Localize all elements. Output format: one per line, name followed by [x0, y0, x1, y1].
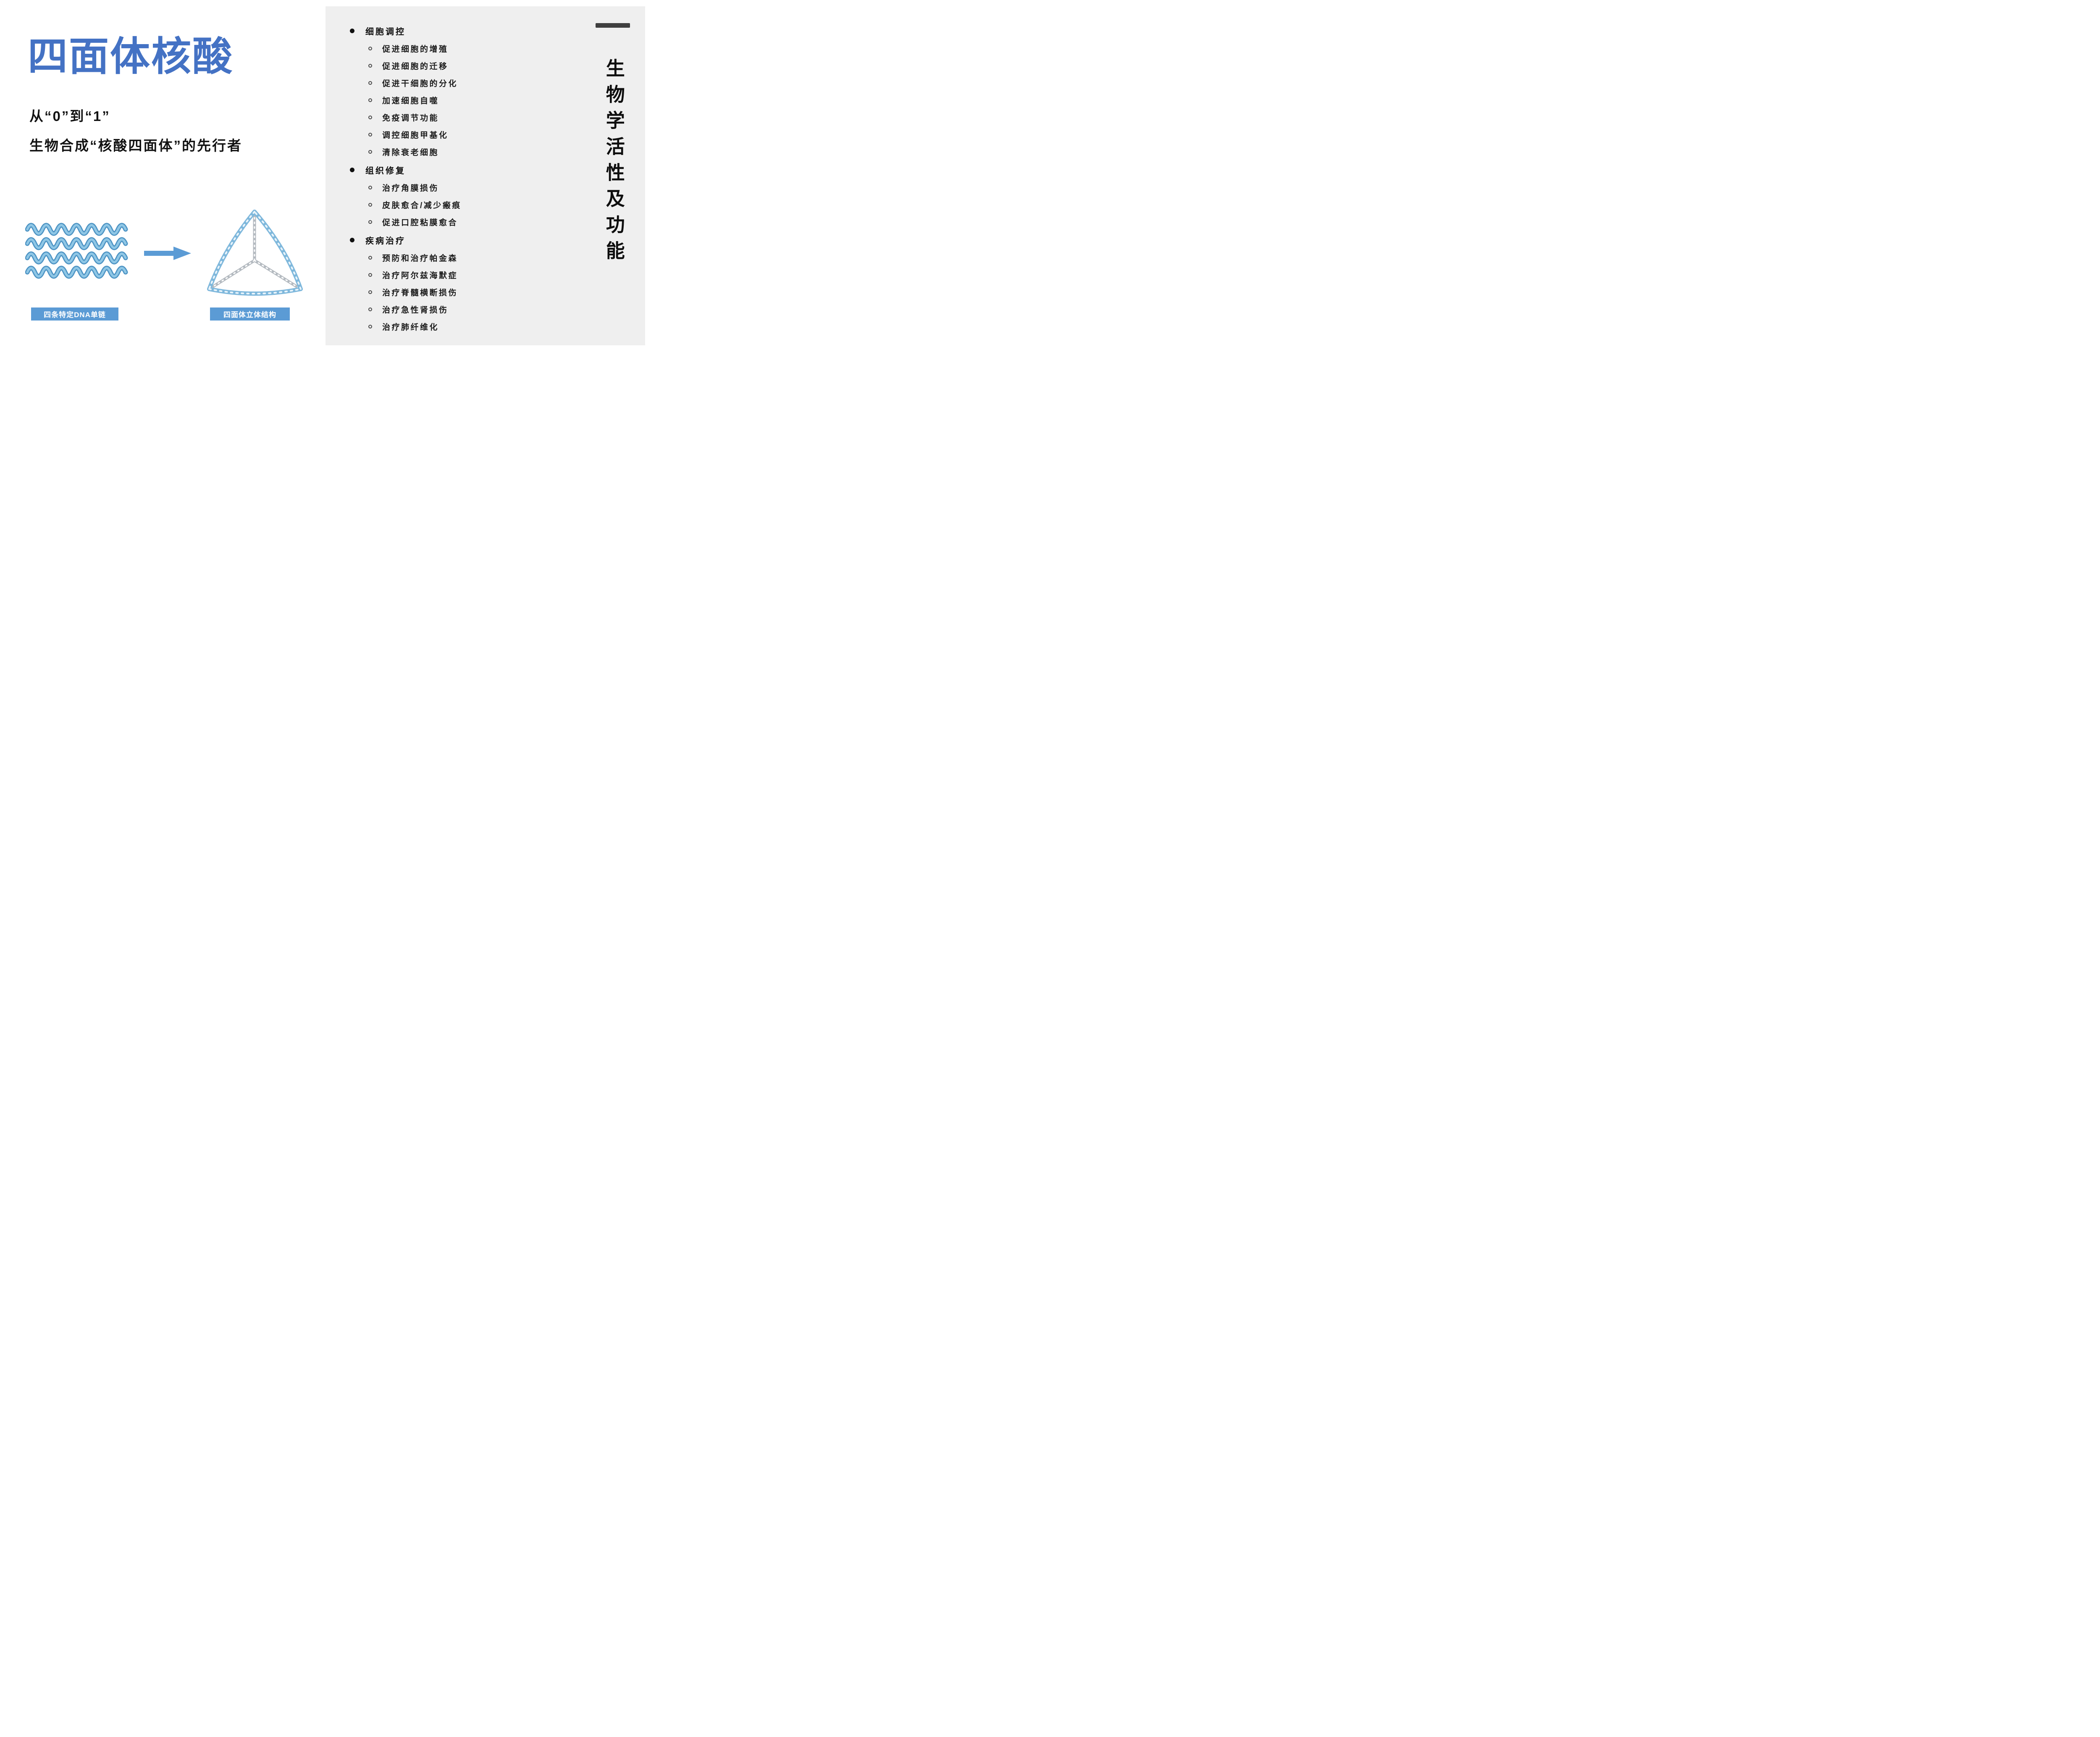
tagline-line2: 生物合成“核酸四面体”的先行者	[29, 138, 242, 153]
list-item-label: 治疗阿尔兹海默症	[382, 271, 458, 280]
bullet-hollow-icon	[368, 203, 372, 207]
bullet-hollow-icon	[368, 64, 372, 68]
dna-strands-illustration	[25, 222, 130, 281]
list-item: 治疗角膜损伤	[346, 179, 607, 196]
list-item: 治疗急性肾损伤	[346, 301, 607, 318]
section-title: 组织修复	[365, 166, 406, 176]
list-item-label: 促进干细胞的分化	[382, 79, 458, 88]
section-title: 细胞调控	[365, 27, 406, 37]
bullet-hollow-icon	[368, 47, 372, 50]
bullet-hollow-icon	[368, 220, 372, 224]
slide-title: 四面体核酸	[28, 34, 234, 79]
bullet-hollow-icon	[368, 81, 372, 85]
list-item-label: 治疗脊髓横断损伤	[382, 289, 458, 297]
list-item-label: 促进细胞的增殖	[382, 45, 449, 54]
section-title-row: 组织修复	[346, 160, 607, 179]
list-item-label: 清除衰老细胞	[382, 148, 439, 157]
list-item: 治疗脊髓横断损伤	[346, 284, 607, 301]
bullet-hollow-icon	[368, 186, 372, 189]
list-item: 促进干细胞的分化	[346, 74, 607, 92]
bullet-hollow-icon	[368, 98, 372, 102]
bullet-filled-icon	[350, 167, 354, 172]
list-item-label: 皮肤愈合/减少瘢痕	[382, 201, 462, 210]
section-title-row: 疾病治疗	[346, 231, 607, 249]
list-item: 免疫调节功能	[346, 109, 607, 126]
tetrahedron-illustration	[207, 210, 303, 296]
list-item-label: 促进细胞的迁移	[382, 62, 449, 71]
bullet-hollow-icon	[368, 307, 372, 311]
list-item: 调控细胞甲基化	[346, 126, 607, 143]
list-item: 促进口腔粘膜愈合	[346, 213, 607, 231]
strands-label: 四条特定DNA单链	[31, 307, 118, 321]
list-item: 清除衰老细胞	[346, 143, 607, 160]
list-item-label: 治疗急性肾损伤	[382, 306, 449, 315]
bullet-hollow-icon	[368, 116, 372, 119]
bullet-hollow-icon	[368, 133, 372, 137]
tetrahedron-label: 四面体立体结构	[210, 307, 290, 321]
list-item: 预防和治疗帕金森	[346, 249, 607, 266]
functions-panel: 细胞调控促进细胞的增殖促进细胞的迁移促进干细胞的分化加速细胞自噬免疫调节功能调控…	[326, 6, 645, 345]
dash-accent-icon	[596, 23, 630, 28]
bullet-filled-icon	[350, 28, 354, 33]
panel-vertical-title: 生物学活性及功能	[603, 58, 625, 267]
section-title-row: 细胞调控	[346, 21, 607, 40]
bullet-hollow-icon	[368, 150, 372, 154]
list-item-label: 治疗角膜损伤	[382, 184, 439, 193]
list-item-label: 加速细胞自噬	[382, 97, 439, 105]
list-item: 治疗肺纤维化	[346, 318, 607, 335]
bullet-hollow-icon	[368, 290, 372, 294]
list-item: 皮肤愈合/减少瘢痕	[346, 196, 607, 213]
slide: 四面体核酸 从“0”到“1” 生物合成“核酸四面体”的先行者	[0, 0, 645, 347]
right-arrow-icon	[144, 247, 191, 260]
list-item: 加速细胞自噬	[346, 92, 607, 109]
bullet-hollow-icon	[368, 325, 372, 328]
list-item: 促进细胞的迁移	[346, 57, 607, 74]
bullet-hollow-icon	[368, 273, 372, 277]
bullet-filled-icon	[350, 237, 354, 242]
list-item-label: 治疗肺纤维化	[382, 323, 439, 332]
list-item-label: 预防和治疗帕金森	[382, 254, 458, 263]
tagline-line1: 从“0”到“1”	[29, 108, 110, 124]
function-list: 细胞调控促进细胞的增殖促进细胞的迁移促进干细胞的分化加速细胞自噬免疫调节功能调控…	[346, 21, 607, 335]
list-item-label: 促进口腔粘膜愈合	[382, 218, 458, 227]
list-item: 治疗阿尔兹海默症	[346, 266, 607, 284]
list-item: 促进细胞的增殖	[346, 40, 607, 57]
section-title: 疾病治疗	[365, 236, 406, 246]
list-item-label: 调控细胞甲基化	[382, 131, 449, 140]
bullet-hollow-icon	[368, 256, 372, 260]
list-item-label: 免疫调节功能	[382, 114, 439, 123]
